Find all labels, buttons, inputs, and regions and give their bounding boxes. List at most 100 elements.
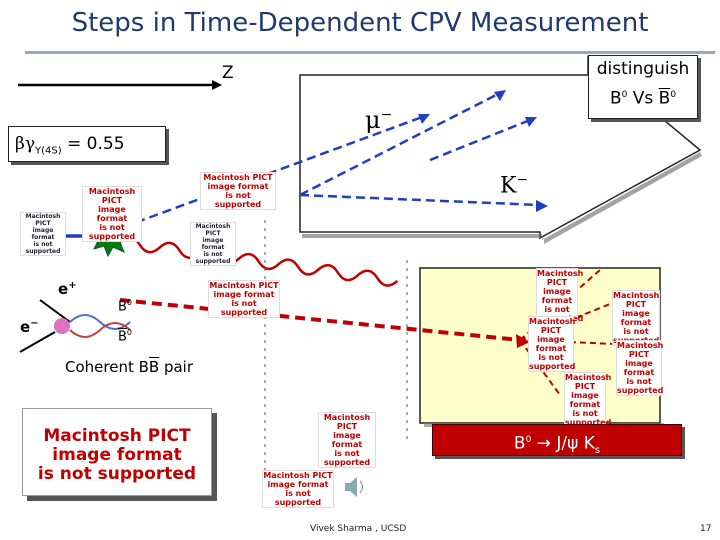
positron-letter: e	[58, 280, 69, 298]
pict-line: Macintosh PICT	[537, 269, 584, 287]
speaker-icon	[345, 477, 363, 497]
pict-line: Macintosh PICT	[88, 187, 136, 205]
pict-line: image format	[31, 227, 55, 241]
b0bar-label: B0	[118, 328, 132, 344]
coherent-text: Coherent B	[65, 358, 149, 376]
tag-track-4	[429, 118, 531, 162]
b0-label: B0	[118, 298, 132, 314]
decay-b-superscript: 0	[525, 435, 532, 445]
z-axis-label: Z	[222, 63, 234, 83]
distinguish-text: distinguish	[596, 59, 690, 79]
pict-line: is not supported	[88, 223, 136, 241]
decay-products: J/ψ K	[556, 433, 595, 454]
positron-label: e+	[58, 280, 77, 298]
pict-line: Macintosh PICT	[25, 213, 61, 227]
pict-line: is not supported	[529, 353, 576, 371]
pict-line: image format	[541, 287, 573, 305]
pict-line: Macintosh PICT	[209, 281, 279, 290]
signal-track-1	[119, 298, 521, 342]
positron-charge: +	[68, 280, 77, 291]
pict-line: is not supported	[37, 464, 197, 484]
pict-line: image format	[623, 359, 655, 377]
bbar-superscript: 0	[670, 90, 677, 100]
coherent-bbar: B	[148, 358, 160, 376]
pict-line: image format	[267, 480, 329, 489]
pict-line: Macintosh PICT	[323, 413, 371, 431]
coherent-pair-label: Coherent BB pair	[65, 358, 193, 376]
tag-track-3	[299, 91, 501, 197]
muon-label: μ−	[365, 106, 392, 134]
vs-text: Vs	[627, 88, 659, 109]
pict-line: Macintosh PICT	[263, 471, 333, 480]
pict-line: is not supported	[565, 409, 612, 427]
pict-line: Macintosh PICT	[203, 173, 273, 182]
pict-line: is not supported	[214, 191, 262, 209]
kaon-label: K−	[500, 172, 528, 198]
kaon-symbol: K	[500, 173, 517, 199]
pict-line: Macintosh PICT	[617, 341, 664, 359]
boost-subscript: Υ(4S)	[35, 145, 62, 157]
positron-beam	[39, 299, 71, 323]
distinguish-flavors: B0 Vs B0	[589, 82, 697, 112]
pict-line: Macintosh PICT	[529, 317, 576, 335]
kaon-track	[299, 193, 541, 207]
b-pair-helix-2	[69, 322, 131, 338]
pict-line: image format	[620, 309, 652, 327]
pict-line: is not supported	[323, 449, 371, 467]
b0-superscript: 0	[126, 298, 133, 307]
b0bar-superscript: 0	[126, 328, 133, 337]
slide-title: Steps in Time-Dependent CPV Measurement	[71, 8, 649, 38]
pict-line: image format	[96, 205, 128, 223]
electron-letter: e	[20, 318, 31, 336]
electron-label: e−	[20, 318, 39, 336]
coherent-suffix: pair	[159, 358, 194, 376]
pict-line: Macintosh PICT	[43, 426, 191, 446]
collision-point	[54, 318, 70, 334]
b-pair-helix-1	[69, 314, 131, 330]
b0bar-symbol: B	[118, 329, 127, 345]
pict-line: Macintosh PICT	[613, 291, 660, 309]
decay-mode-label: B0 → J/ψ Ks	[432, 424, 682, 456]
pict-line: image format	[331, 431, 363, 449]
distinguish-callout: distinguish B0 Vs B0	[588, 55, 698, 119]
pict-line: image format	[52, 445, 182, 465]
z-axis-arrowhead	[212, 80, 222, 90]
boost-symbol: βγ	[15, 134, 35, 154]
pict-line: is not supported	[617, 377, 664, 395]
pict-line: image format	[535, 335, 567, 353]
pict-line: is not supported	[25, 241, 61, 255]
decay-b-symbol: B	[513, 433, 526, 454]
pict-line: Macintosh PICT	[195, 223, 231, 237]
title-divider	[25, 51, 715, 54]
wavy-track	[119, 236, 399, 287]
pict-line: Macintosh PICT	[565, 373, 612, 391]
bbar-symbol: B	[658, 88, 671, 109]
boost-value: = 0.55	[61, 134, 125, 154]
boost-callout: βγΥ(4S) = 0.55	[8, 126, 166, 162]
electron-charge: −	[30, 318, 39, 329]
pict-line: is not supported	[274, 489, 322, 507]
muon-symbol: μ	[365, 106, 381, 134]
decay-subscript: s	[594, 445, 601, 457]
pict-line: is not supported	[195, 251, 231, 265]
pict-line: image format	[201, 237, 225, 251]
b0-symbol: B	[118, 299, 127, 315]
page-number: 17	[700, 524, 712, 534]
decay-arrow: →	[531, 433, 557, 454]
slide-footer: Vivek Sharma , UCSD	[310, 524, 407, 534]
pict-line: image format	[207, 182, 269, 191]
b-symbol: B	[609, 88, 622, 109]
muon-charge: −	[380, 107, 393, 123]
kaon-charge: −	[516, 172, 529, 188]
